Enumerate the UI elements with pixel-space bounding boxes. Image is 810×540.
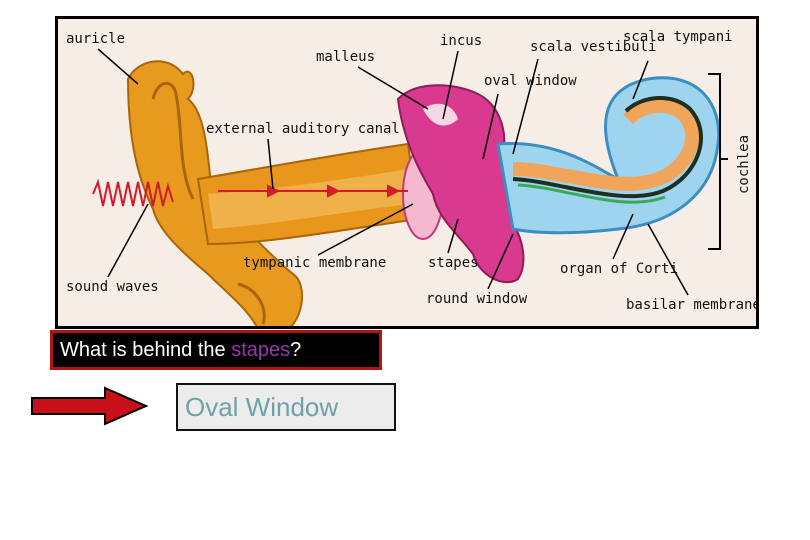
label-auricle: auricle xyxy=(66,31,125,47)
leader-lines xyxy=(97,48,689,296)
organ-of-corti-shape xyxy=(517,183,666,204)
right-arrow-icon xyxy=(31,386,149,426)
label-stapes: stapes xyxy=(428,255,479,271)
ossicles-shape xyxy=(396,84,525,284)
label-organ-of-corti: organ of Corti xyxy=(560,261,678,277)
label-tympanic-membrane: tympanic membrane xyxy=(243,255,386,271)
label-oval-window: oval window xyxy=(484,73,577,89)
label-basilar-membrane: basilar membrane xyxy=(626,297,759,313)
label-sound-waves: sound waves xyxy=(66,279,159,295)
ear-lobe xyxy=(237,282,266,325)
question-box: What is behind the stapes? xyxy=(50,330,382,370)
sound-waves-shape xyxy=(92,178,174,207)
label-cochlea: cochlea xyxy=(736,135,752,194)
label-malleus: malleus xyxy=(316,49,375,65)
ear-canal-inner xyxy=(208,169,410,229)
ear-diagram: auricle malleus incus scala vestibuli sc… xyxy=(55,16,759,329)
basilar-membrane-shape xyxy=(512,95,703,199)
ear-illustration: auricle malleus incus scala vestibuli sc… xyxy=(66,29,759,326)
question-prefix: What is behind the xyxy=(60,339,232,361)
label-scala-vestibuli-line: scala vestibuli xyxy=(530,39,656,55)
question-suffix: ? xyxy=(290,339,302,361)
label-scala-vestibuli: scala vestibuli xyxy=(530,39,656,55)
auricle-shape xyxy=(126,60,304,326)
auricle-fold xyxy=(151,81,195,200)
cochlea-bracket xyxy=(708,73,728,250)
answer-box[interactable]: Oval Window xyxy=(176,383,396,431)
ossicles-highlight xyxy=(423,103,458,126)
label-round-window: round window xyxy=(426,291,528,307)
label-scala-tympani: scala tympani xyxy=(623,29,733,45)
label-external-auditory-canal: external auditory canal xyxy=(206,121,400,137)
label-incus: incus xyxy=(440,33,482,49)
question-keyword: stapes xyxy=(231,339,291,361)
answer-text: Oval Window xyxy=(185,392,339,422)
cochlea-inner xyxy=(512,98,700,191)
